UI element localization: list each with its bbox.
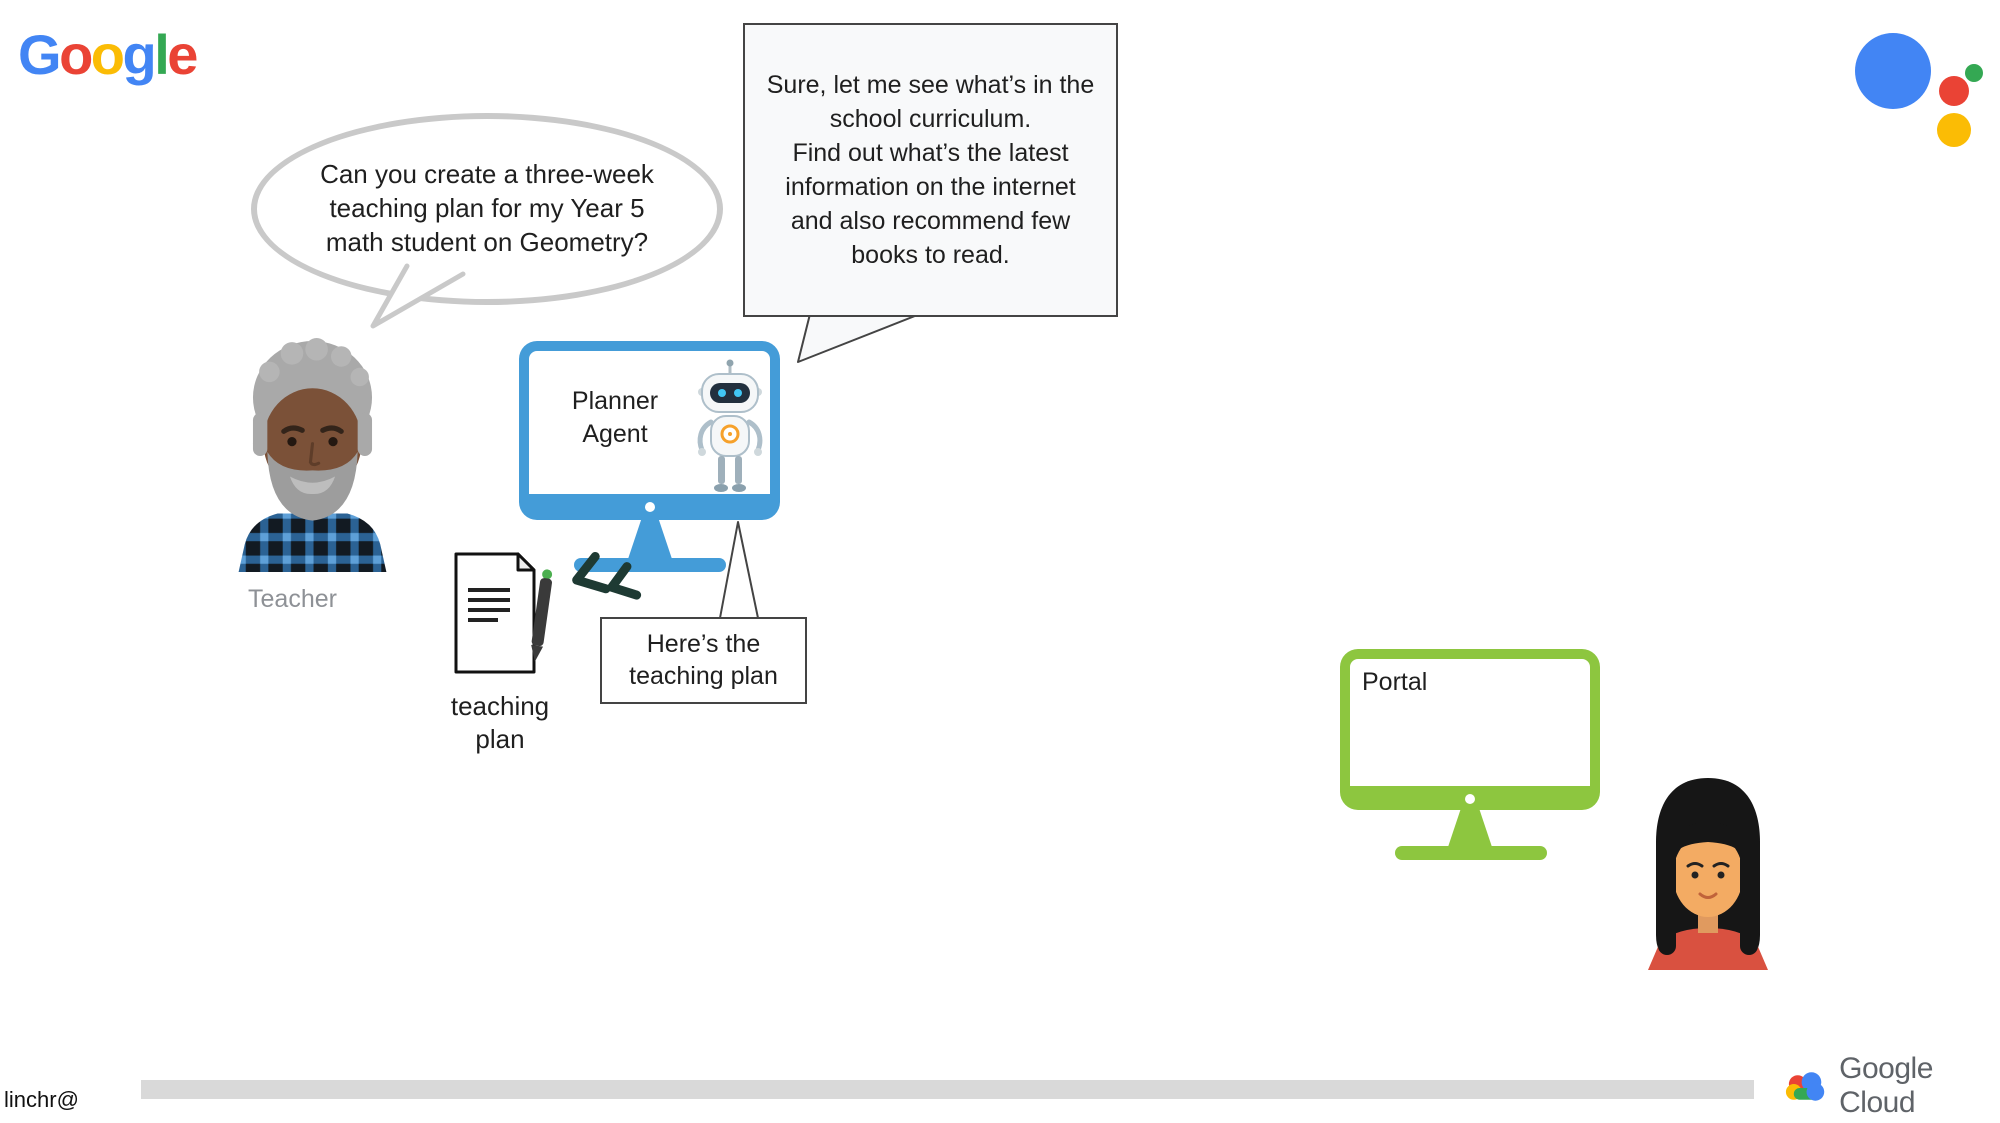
plan-note-bubble-tail [719, 521, 759, 619]
response-bubble-tail [797, 314, 921, 363]
plan-note-text: Here’s the teaching plan [629, 630, 778, 690]
assistant-green-dot [1965, 64, 1983, 82]
portal-label: Portal [1362, 668, 1428, 696]
teacher-bubble-tail [370, 263, 466, 329]
planner-agent-label: Planner Agent [571, 387, 659, 448]
portal-monitor [1340, 649, 1600, 810]
google-cloud-logo: Google Cloud [1782, 1052, 2000, 1119]
google-logo-letter: e [167, 23, 198, 86]
agent-response-bubble: Sure, let me see what’s in the school cu… [743, 23, 1118, 317]
google-logo-letter: o [59, 23, 93, 86]
progress-bar [141, 1080, 1754, 1099]
pen-icon [531, 569, 553, 662]
assistant-blue-dot [1855, 33, 1931, 109]
student-avatar [1648, 778, 1768, 970]
planner-monitor-power-dot [644, 502, 655, 512]
google-cloud-label: Google Cloud [1839, 1052, 1933, 1119]
google-assistant-icon [1848, 28, 1988, 153]
google-cloud-icon [1785, 1072, 1825, 1101]
plan-note-bubble: Here’s the teaching plan [600, 617, 807, 704]
portal-monitor-stand-neck [1447, 806, 1493, 850]
assistant-red-dot [1939, 76, 1969, 106]
agent-response-text: Sure, let me see what’s in the school cu… [766, 71, 1095, 269]
teaching-plan-document-icon [454, 552, 553, 674]
click-gesture-icon [572, 551, 642, 600]
teacher-label: Teacher [248, 585, 337, 613]
teacher-question-text: Can you create a three-week teaching pla… [320, 159, 654, 257]
teacher-question-bubble: Can you create a three-week teaching pla… [251, 113, 723, 305]
robot-icon [697, 359, 763, 492]
google-logo-letter: G [18, 23, 62, 86]
portal-monitor-power-dot [1465, 794, 1475, 804]
footer-username: linchr@ [4, 1087, 79, 1112]
assistant-yellow-dot [1937, 113, 1971, 147]
google-logo-letter: l [154, 23, 170, 86]
google-logo: Google [18, 22, 198, 87]
portal-monitor-stand-base [1395, 846, 1547, 860]
teacher-avatar [238, 337, 387, 572]
google-logo-letter: o [90, 23, 125, 86]
planner-monitor-stand-base [574, 558, 726, 572]
google-logo-letter: g [122, 23, 157, 86]
teaching-plan-label: teaching plan [450, 691, 550, 754]
